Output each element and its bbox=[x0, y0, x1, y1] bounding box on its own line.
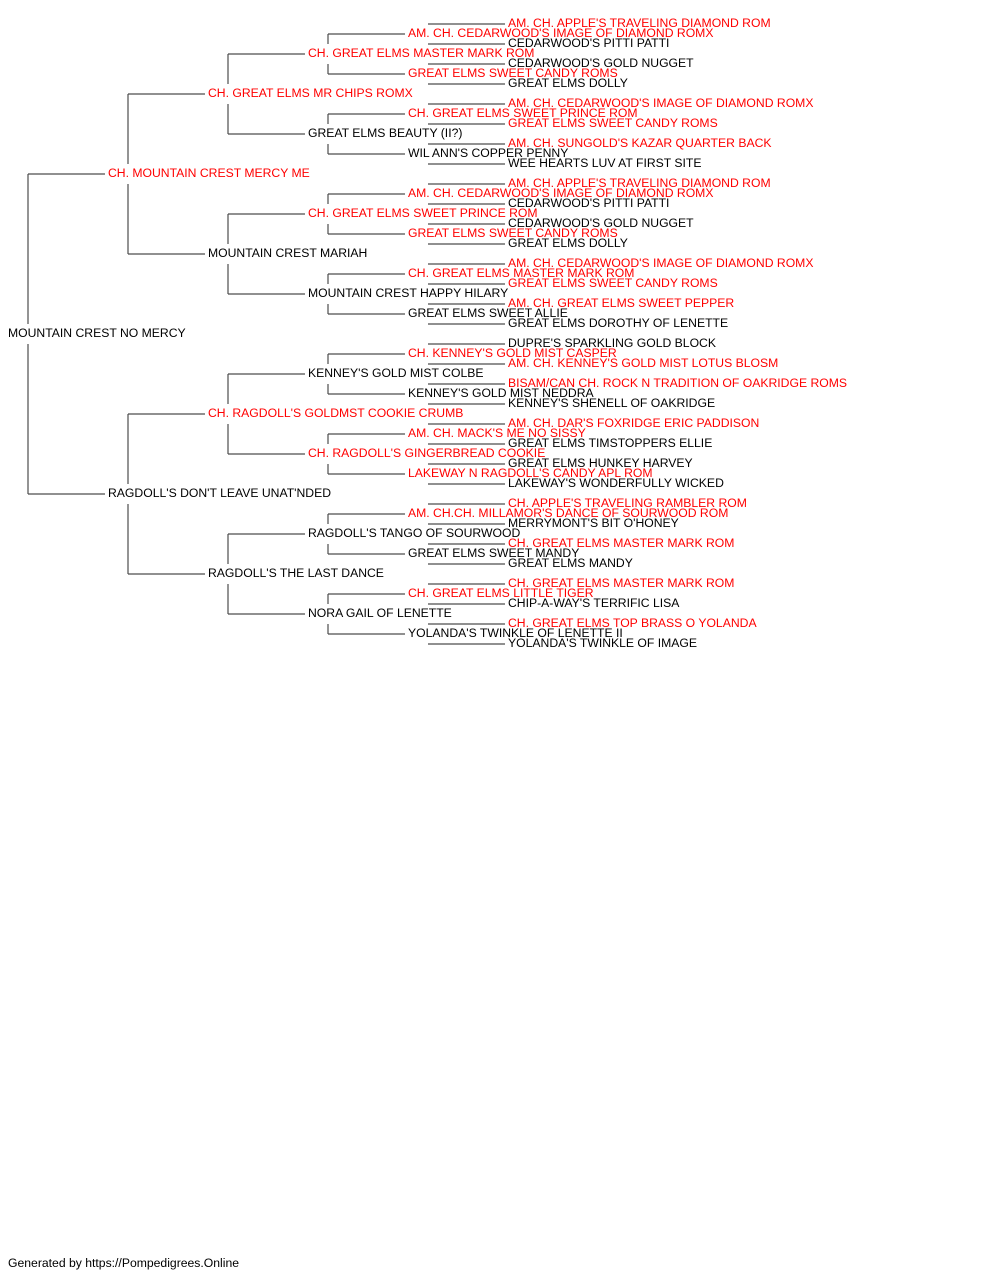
pedigree-name-gen4: WIL ANN'S COPPER PENNY bbox=[408, 146, 568, 160]
pedigree-name-gen1: RAGDOLL'S DON'T LEAVE UNAT'NDED bbox=[108, 486, 331, 500]
pedigree-name-gen5: AM. CH. KENNEY'S GOLD MIST LOTUS BLOSM bbox=[508, 356, 778, 370]
pedigree-name-gen5: AM. CH. APPLE'S TRAVELING DIAMOND ROM bbox=[508, 176, 771, 190]
pedigree-name-gen5: CEDARWOOD'S GOLD NUGGET bbox=[508, 56, 694, 70]
pedigree-name-gen2: CH. GREAT ELMS MR CHIPS ROMX bbox=[208, 86, 413, 100]
pedigree-name-gen5: GREAT ELMS DOLLY bbox=[508, 236, 628, 250]
pedigree-name-gen4: GREAT ELMS SWEET ALLIE bbox=[408, 306, 568, 320]
pedigree-name-gen4: AM. CH. CEDARWOOD'S IMAGE OF DIAMOND ROM… bbox=[408, 186, 713, 200]
pedigree-name-gen3: GREAT ELMS BEAUTY (II?) bbox=[308, 126, 462, 140]
pedigree-name-gen5: AM. CH. CEDARWOOD'S IMAGE OF DIAMOND ROM… bbox=[508, 256, 813, 270]
pedigree-name-gen5: YOLANDA'S TWINKLE OF IMAGE bbox=[508, 636, 697, 650]
pedigree-name-gen3: MOUNTAIN CREST HAPPY HILARY bbox=[308, 286, 508, 300]
pedigree-name-gen5: CH. GREAT ELMS TOP BRASS O YOLANDA bbox=[508, 616, 757, 630]
pedigree-name-gen5: AM. CH. CEDARWOOD'S IMAGE OF DIAMOND ROM… bbox=[508, 96, 813, 110]
pedigree-name-gen5: CH. GREAT ELMS MASTER MARK ROM bbox=[508, 576, 734, 590]
pedigree-name-gen5: LAKEWAY'S WONDERFULLY WICKED bbox=[508, 476, 724, 490]
pedigree-name-gen4: GREAT ELMS SWEET CANDY ROMS bbox=[408, 226, 618, 240]
pedigree-name-gen5: BISAM/CAN CH. ROCK N TRADITION OF OAKRID… bbox=[508, 376, 847, 390]
pedigree-name-gen5: AM. CH. DAR'S FOXRIDGE ERIC PADDISON bbox=[508, 416, 759, 430]
pedigree-name-gen3: CH. RAGDOLL'S GINGERBREAD COOKIE bbox=[308, 446, 545, 460]
pedigree-name-gen4: CH. GREAT ELMS MASTER MARK ROM bbox=[408, 266, 634, 280]
pedigree-name-gen4: CH. GREAT ELMS LITTLE TIGER bbox=[408, 586, 594, 600]
pedigree-name-gen2: RAGDOLL'S THE LAST DANCE bbox=[208, 566, 384, 580]
pedigree-name-gen5: MERRYMONT'S BIT O'HONEY bbox=[508, 516, 679, 530]
pedigree-name-gen4: AM. CH. MACK'S ME NO SISSY bbox=[408, 426, 586, 440]
pedigree-name-gen4: GREAT ELMS SWEET MANDY bbox=[408, 546, 579, 560]
pedigree-name-gen3: RAGDOLL'S TANGO OF SOURWOOD bbox=[308, 526, 520, 540]
pedigree-name-gen2: MOUNTAIN CREST MARIAH bbox=[208, 246, 367, 260]
pedigree-name-gen5: GREAT ELMS DOLLY bbox=[508, 76, 628, 90]
pedigree-name-gen5: KENNEY'S SHENELL OF OAKRIDGE bbox=[508, 396, 715, 410]
pedigree-name-gen5: GREAT ELMS SWEET CANDY ROMS bbox=[508, 116, 718, 130]
pedigree-name-gen5: CH. GREAT ELMS MASTER MARK ROM bbox=[508, 536, 734, 550]
generated-by-footer: Generated by https://Pompedigrees.Online bbox=[8, 1256, 240, 1270]
pedigree-name-gen5: CEDARWOOD'S PITTI PATTI bbox=[508, 196, 669, 210]
pedigree-name-gen5: AM. CH. GREAT ELMS SWEET PEPPER bbox=[508, 296, 734, 310]
pedigree-name-gen5: CEDARWOOD'S PITTI PATTI bbox=[508, 36, 669, 50]
pedigree-name-gen5: AM. CH. SUNGOLD'S KAZAR QUARTER BACK bbox=[508, 136, 772, 150]
pedigree-name-gen4: KENNEY'S GOLD MIST NEDDRA bbox=[408, 386, 594, 400]
pedigree-name-gen5: CHIP-A-WAY'S TERRIFIC LISA bbox=[508, 596, 680, 610]
pedigree-name-gen1: CH. MOUNTAIN CREST MERCY ME bbox=[108, 166, 310, 180]
pedigree-name-gen5: DUPRE'S SPARKLING GOLD BLOCK bbox=[508, 336, 716, 350]
pedigree-name-gen4: YOLANDA'S TWINKLE OF LENETTE II bbox=[408, 626, 623, 640]
pedigree-name-gen4: AM. CH.CH. MILLAMOR'S DANCE OF SOURWOOD … bbox=[408, 506, 728, 520]
pedigree-name-gen5: WEE HEARTS LUV AT FIRST SITE bbox=[508, 156, 701, 170]
pedigree-name-gen3: KENNEY'S GOLD MIST COLBE bbox=[308, 366, 483, 380]
pedigree-name-gen5: GREAT ELMS DOROTHY OF LENETTE bbox=[508, 316, 728, 330]
pedigree-name-gen2: CH. RAGDOLL'S GOLDMST COOKIE CRUMB bbox=[208, 406, 463, 420]
pedigree-name-gen4: LAKEWAY N RAGDOLL'S CANDY APL ROM bbox=[408, 466, 653, 480]
pedigree-name-gen4: AM. CH. CEDARWOOD'S IMAGE OF DIAMOND ROM… bbox=[408, 26, 713, 40]
pedigree-name-gen4: CH. KENNEY'S GOLD MIST CASPER bbox=[408, 346, 617, 360]
pedigree-name-gen5: GREAT ELMS SWEET CANDY ROMS bbox=[508, 276, 718, 290]
pedigree-name-gen5: CH. APPLE'S TRAVELING RAMBLER ROM bbox=[508, 496, 747, 510]
pedigree-name-gen5: GREAT ELMS TIMSTOPPERS ELLIE bbox=[508, 436, 712, 450]
pedigree-name-gen5: GREAT ELMS HUNKEY HARVEY bbox=[508, 456, 693, 470]
pedigree-name-gen3: CH. GREAT ELMS SWEET PRINCE ROM bbox=[308, 206, 538, 220]
pedigree-name-gen4: GREAT ELMS SWEET CANDY ROMS bbox=[408, 66, 618, 80]
pedigree-name-gen5: AM. CH. APPLE'S TRAVELING DIAMOND ROM bbox=[508, 16, 771, 30]
pedigree-name-gen3: NORA GAIL OF LENETTE bbox=[308, 606, 452, 620]
pedigree-name-gen5: GREAT ELMS MANDY bbox=[508, 556, 633, 570]
pedigree-name-gen5: CEDARWOOD'S GOLD NUGGET bbox=[508, 216, 694, 230]
pedigree-name-gen4: CH. GREAT ELMS SWEET PRINCE ROM bbox=[408, 106, 638, 120]
pedigree-name-gen3: CH. GREAT ELMS MASTER MARK ROM bbox=[308, 46, 534, 60]
pedigree-name-gen0: MOUNTAIN CREST NO MERCY bbox=[8, 326, 186, 340]
